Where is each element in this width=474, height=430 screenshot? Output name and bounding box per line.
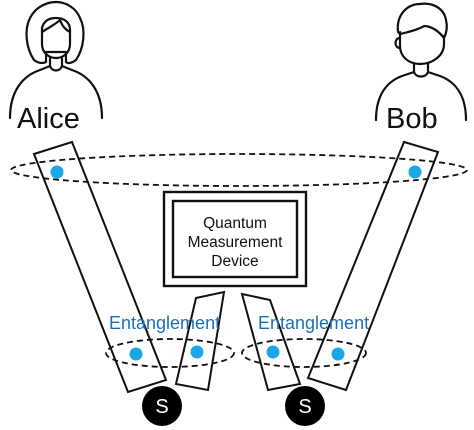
alice-channel xyxy=(32,140,168,394)
woman-avatar-icon xyxy=(8,0,104,120)
right-entanglement-label: Entanglement xyxy=(258,313,369,333)
quantum-measurement-device: Quantum Measurement Device xyxy=(162,190,308,288)
left-entanglement-label: Entanglement xyxy=(109,313,220,333)
right-pair-particle-a xyxy=(266,345,280,359)
right-source xyxy=(285,386,325,426)
right-entanglement-ellipse xyxy=(241,338,367,368)
right-pair-particle-b xyxy=(331,347,345,361)
left-pair-particle-b xyxy=(190,345,204,359)
left-source-label: S xyxy=(155,396,168,418)
left-source xyxy=(142,386,182,426)
left-entanglement-ellipse xyxy=(105,338,235,368)
device-label-line1: Quantum xyxy=(203,215,267,232)
device-label-line2: Measurement xyxy=(188,234,283,251)
left-device-channel xyxy=(174,290,226,392)
alice-particle xyxy=(50,165,64,179)
left-pair-particle-a xyxy=(129,347,143,361)
bob-label: Bob xyxy=(386,103,438,135)
bob-particle xyxy=(408,165,422,179)
top-entanglement-ellipse xyxy=(10,153,468,187)
right-device-channel xyxy=(240,292,302,392)
right-source-label: S xyxy=(298,396,311,418)
device-label-line3: Device xyxy=(211,253,258,270)
man-avatar-icon xyxy=(374,2,468,122)
alice-label: Alice xyxy=(17,103,80,135)
bob-channel xyxy=(306,140,440,392)
